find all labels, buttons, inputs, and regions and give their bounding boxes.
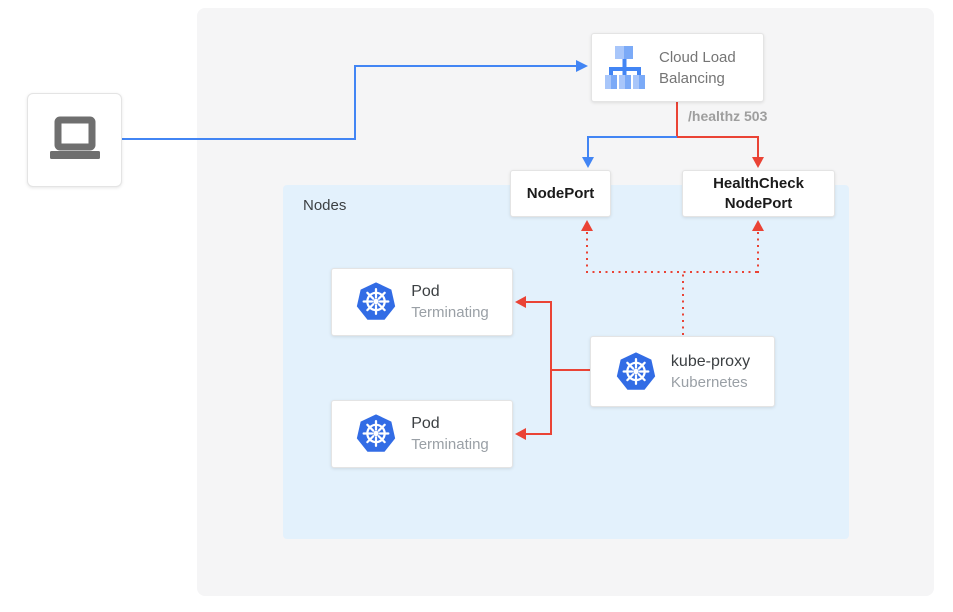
cloud-load-balancing-label: Cloud Load Balancing (659, 48, 736, 87)
pod-status: Terminating (411, 436, 489, 453)
pod-status: Terminating (411, 304, 489, 321)
kube-proxy-subtitle: Kubernetes (670, 373, 748, 391)
kube-proxy-title: kube-proxy (670, 352, 751, 370)
laptop-icon (43, 108, 107, 172)
kubernetes-helm-icon (355, 413, 397, 455)
kubernetes-helm-icon (615, 350, 657, 393)
kube-proxy-text: kube-proxy Kubernetes (671, 351, 750, 393)
healthcheck-nodeport-label-line1: HealthCheck (713, 174, 804, 192)
cloud-load-balancing-icon (605, 46, 649, 89)
pod-text: Pod Terminating (411, 413, 489, 455)
nodeport-label: NodePort (526, 184, 595, 202)
healthcheck-nodeport-card: HealthCheck NodePort (682, 170, 835, 217)
pod-card: Pod Terminating (331, 268, 513, 336)
pod-title: Pod (411, 415, 440, 432)
nodes-panel-label: Nodes (303, 197, 347, 214)
kubernetes-helm-icon (355, 281, 397, 323)
nodeport-card: NodePort (510, 170, 611, 217)
client-card (27, 93, 122, 187)
healthz-annotation: /healthz 503 (688, 108, 768, 124)
pod-card: Pod Terminating (331, 400, 513, 468)
pod-title: Pod (411, 283, 440, 300)
kube-proxy-card: kube-proxy Kubernetes (590, 336, 775, 407)
pod-text: Pod Terminating (411, 281, 489, 323)
healthcheck-nodeport-label-line2: NodePort (724, 194, 793, 212)
cloud-load-balancing-card: Cloud Load Balancing (591, 33, 764, 102)
